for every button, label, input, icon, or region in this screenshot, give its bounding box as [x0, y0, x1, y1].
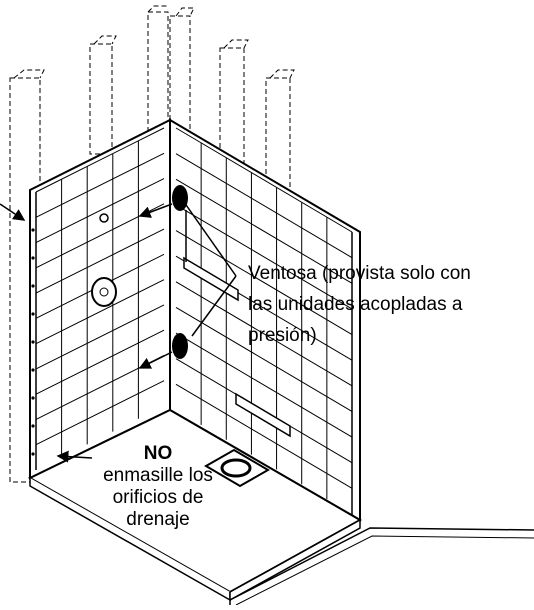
shower-valve: [91, 213, 117, 307]
stud-3: [147, 11, 169, 173]
nail-hole: [31, 256, 35, 260]
suction-cup-lower: [172, 333, 188, 359]
nail-hole: [31, 424, 35, 428]
suction-cup-upper: [172, 185, 188, 211]
tile-line: [175, 383, 353, 489]
shower-base: [27, 408, 534, 606]
tile-line: [175, 230, 353, 335]
stud-4: [169, 15, 191, 177]
tile-line: [35, 152, 165, 218]
drain-opening: [220, 458, 252, 478]
drain-hole-arrow: [56, 450, 93, 463]
suction-note-line-2: las unidades acopladas a: [248, 294, 463, 315]
upper-cup-arrow: [138, 203, 173, 218]
suction-note-line-3: presión): [248, 325, 317, 346]
nail-hole: [31, 284, 35, 288]
flange-arrow: [0, 203, 26, 221]
drain-note-line-2: orificios de: [112, 487, 204, 508]
drain: [204, 448, 270, 488]
lower-cup-arrow: [138, 351, 173, 369]
flange-nail-holes: [31, 228, 35, 456]
suction-cups: [172, 185, 188, 359]
tile-line: [175, 281, 353, 387]
tile-line: [175, 307, 353, 412]
tile-line: [175, 178, 353, 284]
drain-note-line-1: enmasille los: [103, 465, 213, 486]
upper-ledge: [183, 256, 239, 302]
tile-line: [35, 279, 165, 345]
showerhead-hole: [99, 213, 109, 223]
nail-hole: [31, 452, 35, 456]
soap-ledges: [183, 210, 291, 438]
tile-grid: [35, 140, 353, 500]
tile-line: [175, 204, 353, 310]
nail-hole: [31, 368, 35, 372]
nail-hole: [31, 396, 35, 400]
drain-note-emphasis: NO: [143, 443, 173, 464]
suction-note-line-1: Ventosa (provista solo con: [248, 263, 471, 284]
tile-line: [35, 304, 165, 370]
drain-note: NO enmasille los orificios de drenaje: [88, 443, 228, 531]
stud-2: [89, 43, 113, 155]
tile-line: [35, 178, 165, 243]
tile-line: [35, 329, 165, 395]
nail-hole: [31, 312, 35, 316]
tile-line: [175, 332, 353, 438]
valve-stem: [99, 287, 109, 297]
leader-lines: [0, 201, 237, 463]
tile-line: [35, 380, 165, 446]
drain-note-line-3: drenaje: [126, 509, 190, 530]
nail-hole: [31, 340, 35, 344]
nail-hole: [31, 228, 35, 232]
tile-line: [35, 228, 165, 294]
tile-line: [175, 153, 353, 259]
lower-ledge: [235, 392, 291, 438]
suction-cup-note: Ventosa (provista solo con las unidades …: [248, 258, 471, 351]
